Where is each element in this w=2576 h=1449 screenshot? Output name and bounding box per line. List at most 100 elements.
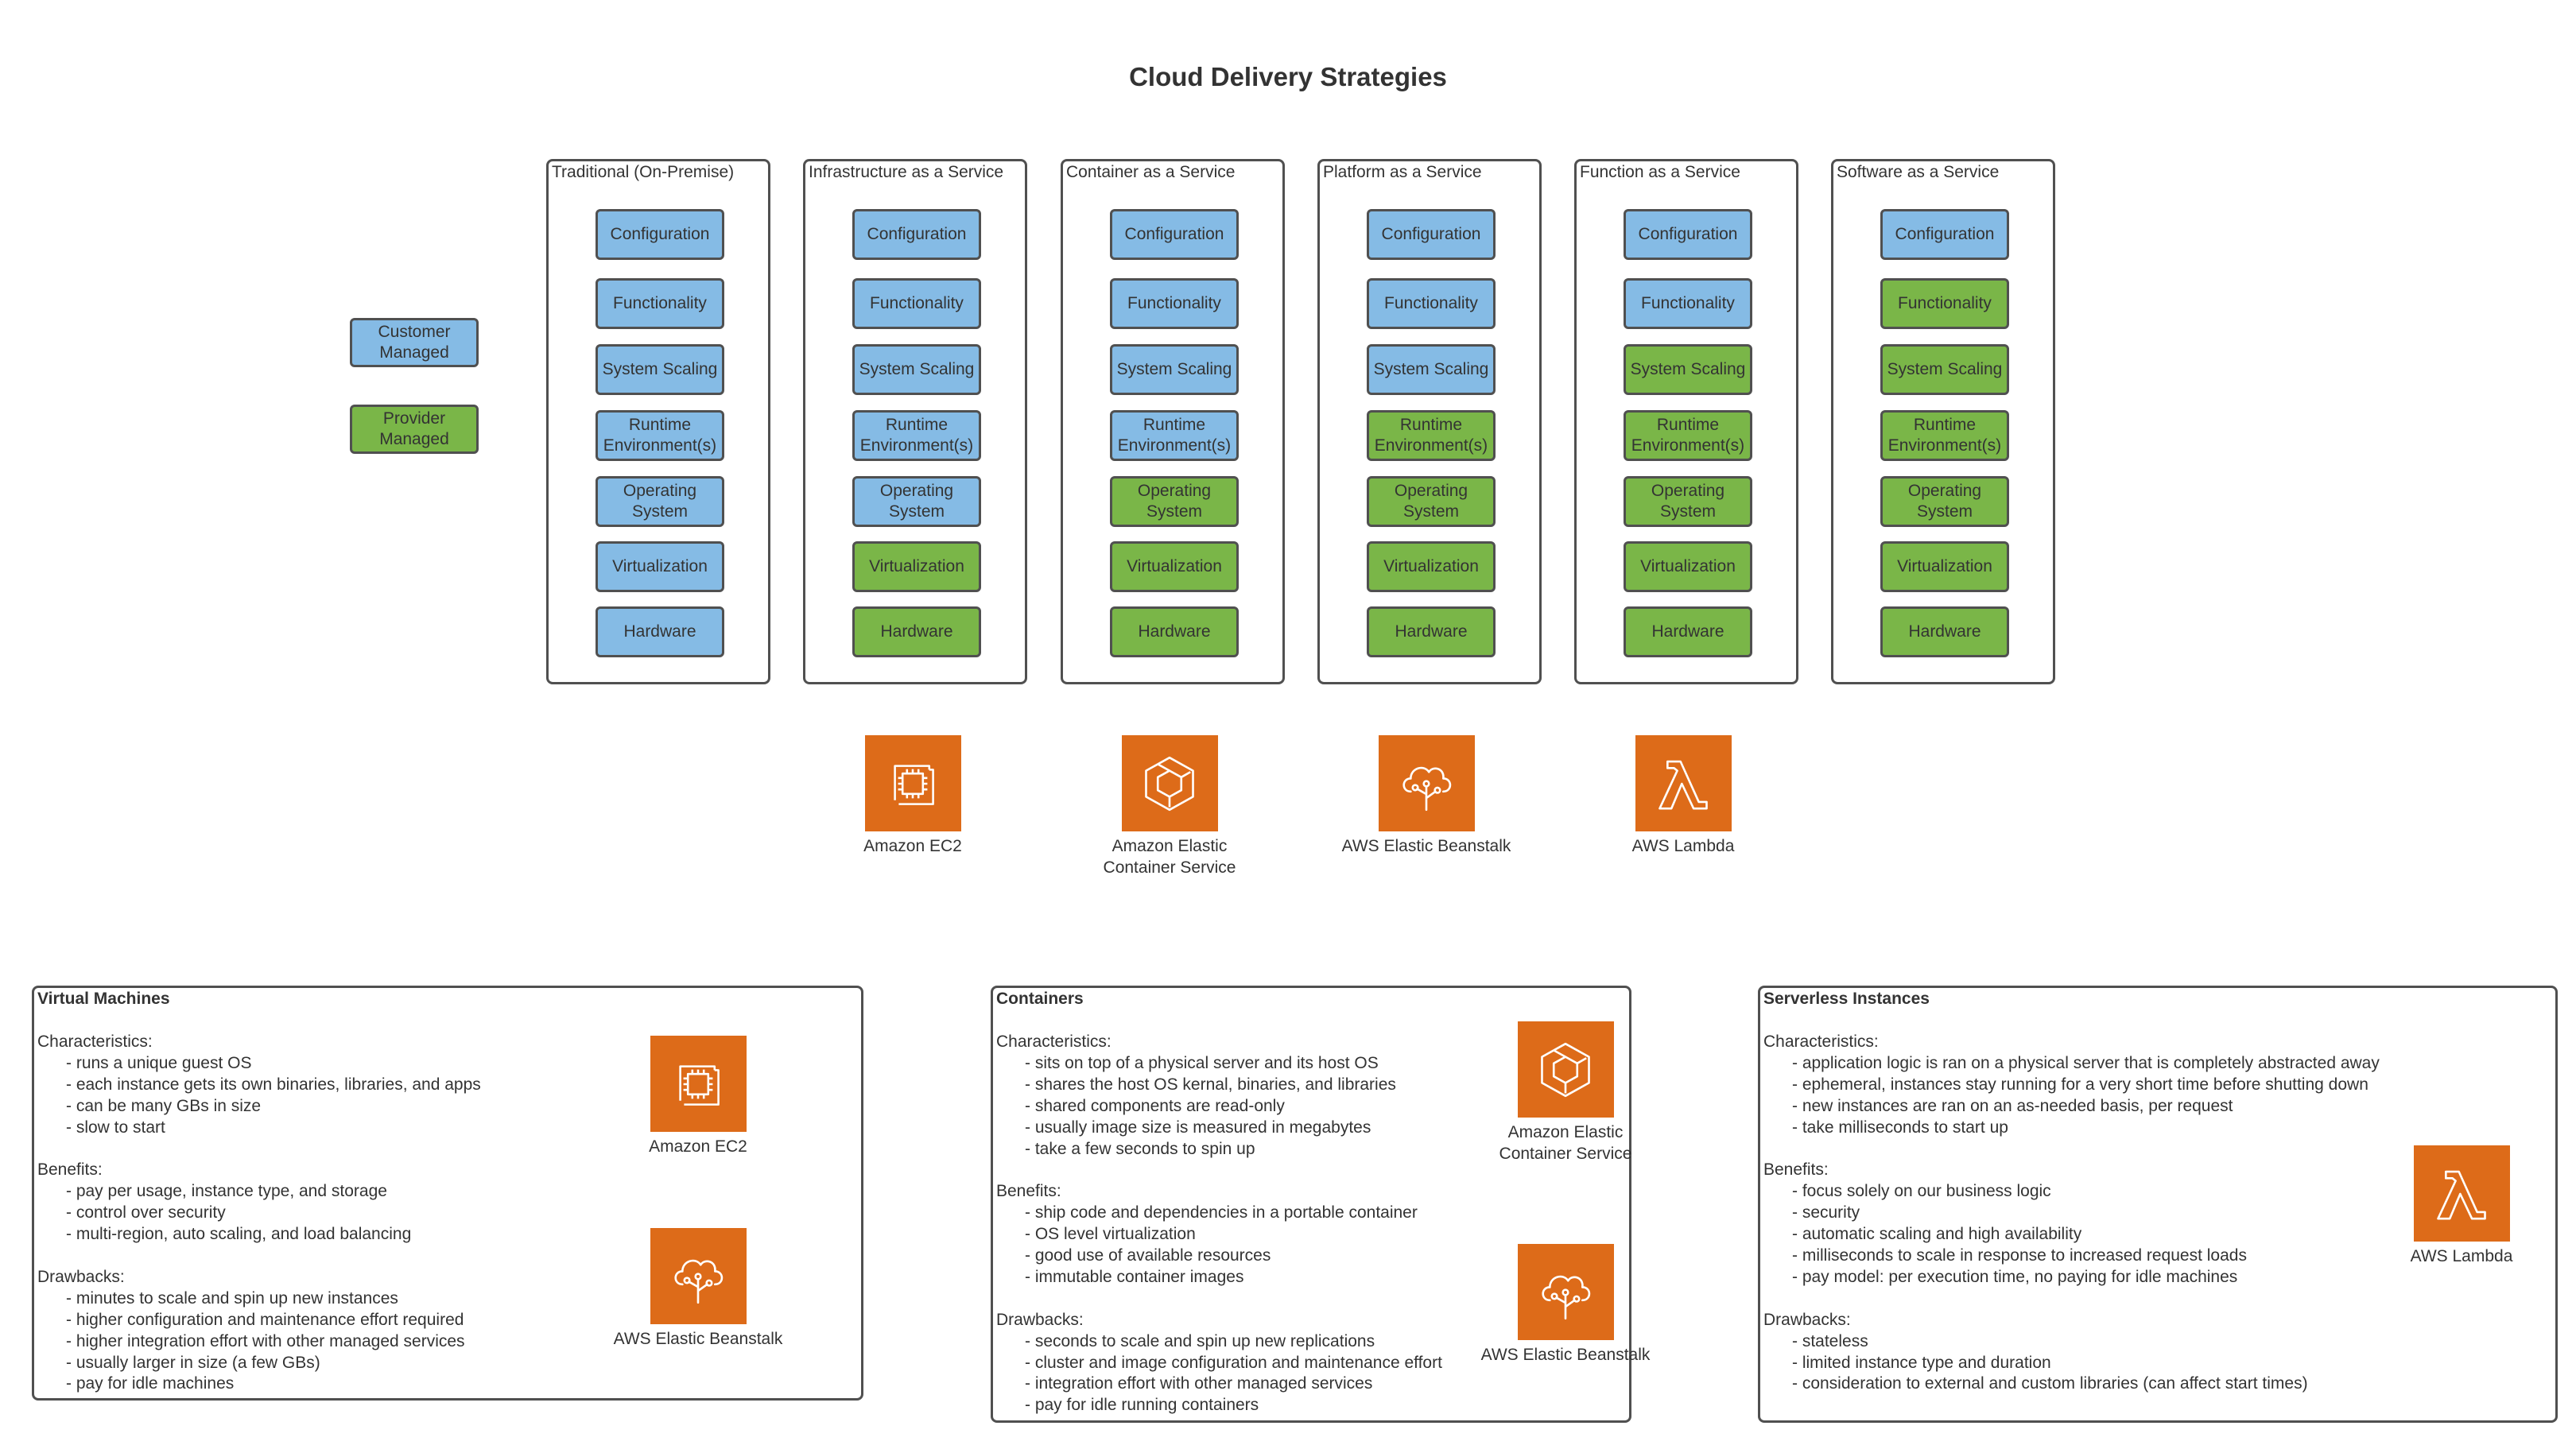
service-label: AWS Elastic Beanstalk <box>1480 1346 1651 1364</box>
service-label: Amazon Elastic Container Service <box>1103 837 1236 877</box>
panel-body: Characteristics:- sits on top of a physi… <box>996 1032 1442 1416</box>
model-column-title: Infrastructure as a Service <box>809 163 1004 181</box>
layer-cell: Operating System <box>1367 476 1496 527</box>
section-item: - each instance gets its own binaries, l… <box>66 1075 481 1094</box>
layer-cell: Configuration <box>1367 209 1496 260</box>
lambda-icon <box>2413 1145 2510 1242</box>
ec2-icon <box>650 1036 747 1132</box>
beanstalk-icon <box>1517 1244 1614 1340</box>
section-heading: Benefits: <box>996 1182 1061 1201</box>
layer-cell: Virtualization <box>1367 541 1496 592</box>
layer-cell: Functionality <box>1624 278 1752 329</box>
section-item: - can be many GBs in size <box>66 1096 262 1115</box>
layer-cell: Hardware <box>1880 606 2009 657</box>
section-item: - pay model: per execution time, no payi… <box>1792 1267 2238 1286</box>
section-item: - shared components are read-only <box>1025 1096 1285 1115</box>
section-heading: Drawbacks: <box>37 1267 125 1286</box>
layer-cell: Runtime Environment(s) <box>596 410 724 461</box>
section-item: - multi-region, auto scaling, and load b… <box>66 1225 412 1244</box>
section-item: - shares the host OS kernal, binaries, a… <box>1025 1075 1396 1094</box>
service-label: Amazon EC2 <box>863 837 962 855</box>
layer-cell: Runtime Environment(s) <box>1624 410 1752 461</box>
model-column-title: Container as a Service <box>1066 163 1236 181</box>
section-item: - usually image size is measured in mega… <box>1025 1118 1371 1137</box>
section-item: - consideration to external and custom l… <box>1792 1374 2308 1393</box>
panel-service-card: AWS Elastic Beanstalk <box>603 1228 793 1350</box>
layer-cell: Functionality <box>1110 278 1239 329</box>
layer-cell: Functionality <box>596 278 724 329</box>
model-column-title: Software as a Service <box>1837 163 2000 181</box>
layer-cell: Hardware <box>1367 606 1496 657</box>
service-card: Amazon EC2 <box>817 735 1008 857</box>
section-item: - pay for idle machines <box>66 1374 235 1393</box>
section-item: - limited instance type and duration <box>1792 1353 2051 1372</box>
section-item: - cluster and image configuration and ma… <box>1025 1353 1442 1372</box>
layer-cell: Configuration <box>596 209 724 260</box>
service-label: Amazon EC2 <box>649 1137 747 1156</box>
section-heading: Characteristics: <box>37 1033 153 1051</box>
section-heading: Benefits: <box>37 1160 103 1180</box>
model-column-title: Function as a Service <box>1580 163 1740 181</box>
section-item: - ship code and dependencies in a portab… <box>1025 1203 1418 1222</box>
panel-title: Virtual Machines <box>37 990 170 1008</box>
model-column-title: Traditional (On-Premise) <box>552 163 735 181</box>
panel-service-card: AWS Lambda <box>2366 1145 2557 1267</box>
section-item: - milliseconds to scale in response to i… <box>1792 1246 2247 1265</box>
service-label: AWS Elastic Beanstalk <box>1341 837 1511 855</box>
legend-customer-managed: Customer Managed <box>350 318 479 367</box>
service-label: Amazon Elastic Container Service <box>1499 1123 1632 1163</box>
section-item: - seconds to scale and spin up new repli… <box>1025 1331 1375 1350</box>
section-item: - pay per usage, instance type, and stor… <box>66 1182 387 1201</box>
layer-cell: Functionality <box>1367 278 1496 329</box>
section-item: - focus solely on our business logic <box>1792 1182 2051 1201</box>
section-item: - stateless <box>1792 1331 1868 1350</box>
section-item: - immutable container images <box>1025 1267 1244 1286</box>
section-item: - security <box>1792 1203 1860 1222</box>
section-item: - application logic is ran on a physical… <box>1792 1053 2380 1072</box>
service-label: AWS Lambda <box>2410 1247 2513 1265</box>
section-item: - take milliseconds to start up <box>1792 1118 2008 1137</box>
section-item: - good use of available resources <box>1025 1246 1271 1265</box>
ecs-icon <box>1121 735 1218 831</box>
section-item: - higher integration effort with other m… <box>66 1331 465 1350</box>
service-card: AWS Lambda <box>1588 735 1779 857</box>
page-title: Cloud Delivery Strategies <box>1129 62 1447 91</box>
section-item: - automatic scaling and high availabilit… <box>1792 1225 2082 1244</box>
layer-cell: Runtime Environment(s) <box>1367 410 1496 461</box>
panel-service-card: Amazon EC2 <box>603 1036 793 1157</box>
panel-body: Characteristics:- runs a unique guest OS… <box>37 1032 481 1395</box>
service-card: AWS Elastic Beanstalk <box>1331 735 1522 857</box>
layer-cell: Hardware <box>1110 606 1239 657</box>
section-item: - minutes to scale and spin up new insta… <box>66 1288 398 1308</box>
layer-cell: Configuration <box>1624 209 1752 260</box>
ecs-icon <box>1517 1021 1614 1118</box>
layer-cell: Operating System <box>852 476 981 527</box>
section-item: - pay for idle running containers <box>1025 1396 1259 1415</box>
section-heading: Characteristics: <box>996 1033 1111 1051</box>
legend-provider-managed: Provider Managed <box>350 405 479 454</box>
layer-cell: System Scaling <box>596 344 724 395</box>
layer-cell: System Scaling <box>1624 344 1752 395</box>
layer-cell: Configuration <box>852 209 981 260</box>
ec2-icon <box>864 735 961 831</box>
lambda-icon <box>1635 735 1732 831</box>
layer-cell: Runtime Environment(s) <box>1880 410 2009 461</box>
layer-cell: System Scaling <box>852 344 981 395</box>
section-item: - slow to start <box>66 1118 165 1137</box>
panel-service-card: Amazon Elastic Container Service <box>1470 1021 1661 1164</box>
layer-cell: Configuration <box>1110 209 1239 260</box>
beanstalk-icon <box>1378 735 1475 831</box>
section-heading: Benefits: <box>1763 1160 1829 1180</box>
section-item: - take a few seconds to spin up <box>1025 1139 1255 1158</box>
section-item: - new instances are ran on an as-needed … <box>1792 1096 2233 1115</box>
layer-cell: Functionality <box>852 278 981 329</box>
layer-cell: Operating System <box>1880 476 2009 527</box>
section-heading: Drawbacks: <box>1763 1310 1851 1329</box>
